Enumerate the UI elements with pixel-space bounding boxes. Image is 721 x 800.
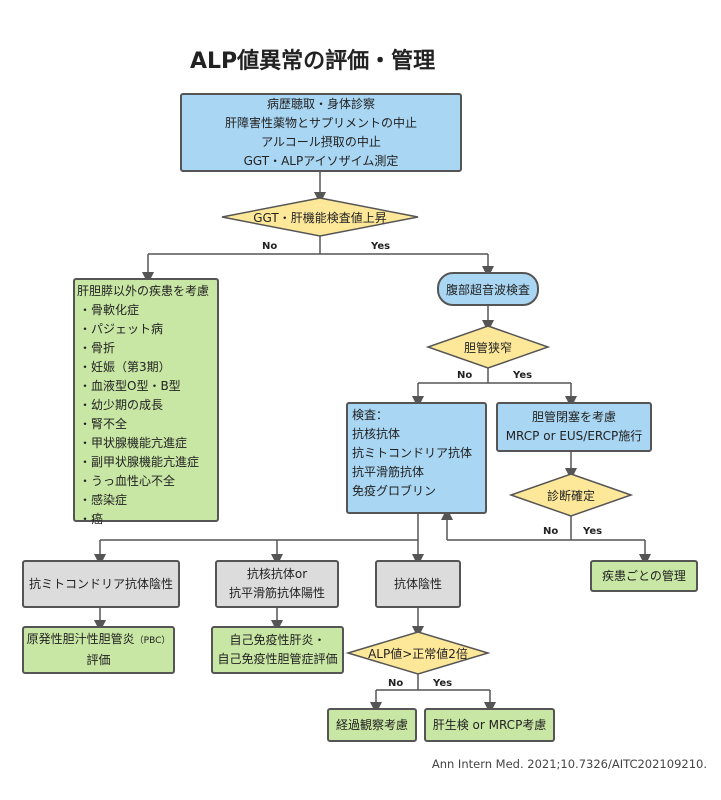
diamond4-no-label: No — [388, 678, 404, 689]
observation-box: 経過観察考慮 — [327, 708, 417, 742]
diamond1-label: GGT・肝機能検査値上昇 — [253, 211, 387, 225]
ana-positive-line-2: 抗平滑筋抗体陽性 — [228, 586, 325, 600]
initial-line-2: 肝障害性薬物とサプリメントの中止 — [224, 115, 417, 130]
diamond1-yes-label: Yes — [371, 241, 391, 252]
pbc-line-2: 評価 — [86, 653, 111, 667]
diamond3-yes-label: Yes — [583, 526, 603, 537]
obstruction-line-1: 胆管閉塞を考慮 — [531, 410, 616, 424]
list-item: ・パジェット病 — [79, 322, 164, 336]
pbc-abbr-text: （PBC） — [134, 636, 171, 646]
list-item: ・腎不全 — [79, 417, 128, 431]
initial-line-1: 病歴聴取・身体診察 — [266, 96, 375, 111]
autoimmune-line-2: 自己免疫性胆管症評価 — [217, 652, 338, 666]
tests-line-5: 免疫グロブリン — [352, 484, 437, 498]
non-hepatic-header: 肝胆膵以外の疾患を考慮 — [77, 284, 210, 298]
diamond2-no-label: No — [457, 370, 473, 381]
list-item: ・骨折 — [79, 341, 116, 355]
list-item: ・骨軟化症 — [79, 303, 140, 317]
list-item: ・うっ血性心不全 — [79, 474, 176, 488]
ana-positive-line-1: 抗核抗体or — [246, 567, 308, 581]
list-item: ・幼少期の成長 — [79, 398, 164, 412]
diamond4-label: ALP値>正常値2倍 — [368, 647, 468, 661]
diamond3-label: 診断確定 — [546, 489, 595, 503]
diamond2-label: 胆管狭窄 — [463, 341, 512, 355]
obstruction-line-2: MRCP or EUS/ERCP施行 — [505, 429, 643, 443]
ama-negative-box: 抗ミトコンドリア抗体陰性 — [22, 560, 180, 608]
tests-line-2: 抗核抗体 — [352, 427, 401, 441]
non-hepatic-causes-box: 肝胆膵以外の疾患を考慮 ・骨軟化症 ・パジェット病 ・骨折 ・妊娠（第3期） ・… — [73, 278, 219, 526]
ana-positive-box: 抗核抗体or 抗平滑筋抗体陽性 — [215, 560, 339, 608]
list-item: ・感染症 — [79, 493, 128, 507]
diamond3-no-label: No — [543, 526, 559, 537]
ultrasound-box: 腹部超音波検査 — [437, 272, 539, 306]
biopsy-box: 肝生検 or MRCP考慮 — [424, 708, 555, 742]
pbc-evaluation-box: 原発性胆汁性胆管炎（PBC） 評価 — [22, 626, 175, 674]
diamond2-shape — [425, 325, 551, 369]
diamond4-yes-label: Yes — [433, 678, 453, 689]
page-title: ALP値異常の評価・管理 — [190, 49, 436, 74]
disease-management-box: 疾患ごとの管理 — [590, 560, 698, 592]
list-item: ・甲状腺機能亢進症 — [79, 436, 188, 450]
initial-evaluation-box: 病歴聴取・身体診察 肝障害性薬物とサプリメントの中止 アルコール摂取の中止 GG… — [180, 93, 462, 172]
tests-line-3: 抗ミトコンドリア抗体 — [352, 446, 473, 460]
obstruction-box: 胆管閉塞を考慮 MRCP or EUS/ERCP施行 — [496, 402, 652, 452]
list-item: ・妊娠（第3期） — [79, 360, 171, 374]
initial-line-4: GGT・ALPアイソザイム測定 — [243, 153, 399, 168]
autoimmune-evaluation-box: 自己免疫性肝炎・ 自己免疫性胆管症評価 — [211, 626, 344, 674]
tests-line-1: 検査： — [352, 408, 389, 422]
list-item: ・癌 — [79, 512, 104, 526]
list-item: ・血液型O型・B型 — [79, 379, 181, 393]
citation: Ann Intern Med. 2021;10.7326/AITC2021092… — [431, 757, 707, 771]
diamond1-no-label: No — [262, 241, 278, 252]
initial-line-3: アルコール摂取の中止 — [261, 134, 381, 149]
pbc-main-text: 原発性胆汁性胆管炎 — [26, 632, 135, 646]
tests-line-4: 抗平滑筋抗体 — [352, 465, 425, 479]
autoimmune-line-1: 自己免疫性肝炎・ — [229, 633, 326, 647]
tests-box: 検査： 抗核抗体 抗ミトコンドリア抗体 抗平滑筋抗体 免疫グロブリン — [346, 402, 487, 514]
diamond2-yes-label: Yes — [513, 370, 533, 381]
antibody-negative-box: 抗体陰性 — [375, 560, 461, 608]
pbc-line-1: 原発性胆汁性胆管炎（PBC） — [27, 630, 171, 651]
diamond3-shape — [508, 473, 634, 517]
list-item: ・副甲状腺機能亢進症 — [79, 455, 200, 469]
diamond1-shape — [221, 197, 419, 237]
diamond4-shape — [345, 631, 491, 675]
